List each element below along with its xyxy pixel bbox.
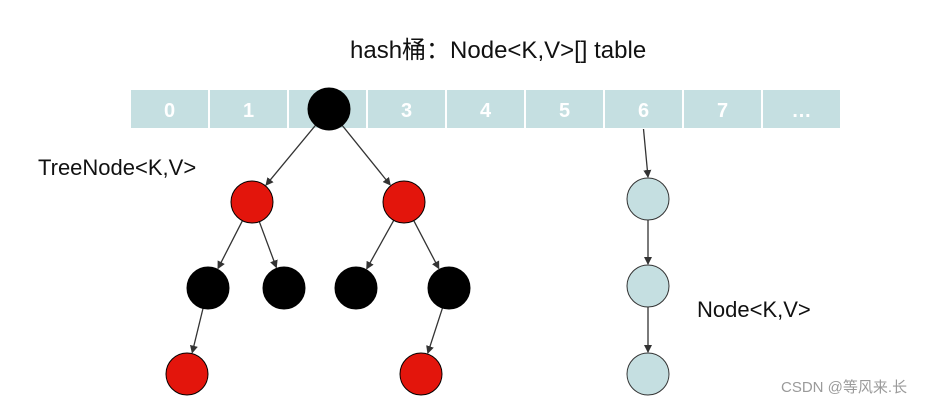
node-label: Node<K,V> bbox=[697, 297, 811, 322]
bucket-index-label: 5 bbox=[559, 100, 570, 122]
bucket-cell: 7 bbox=[682, 88, 763, 130]
bucket-cell: 4 bbox=[445, 88, 526, 130]
bucket-cell-box bbox=[445, 88, 526, 130]
bucket-index-label: 7 bbox=[717, 100, 728, 122]
bucket-cell-box bbox=[524, 88, 605, 130]
list-node bbox=[626, 177, 670, 221]
tree-node-red bbox=[230, 180, 274, 224]
treenode-label: TreeNode<K,V> bbox=[38, 155, 196, 180]
edge-arrow bbox=[413, 220, 440, 270]
bucket-cell: 6 bbox=[603, 88, 684, 130]
hash-bucket-array: 0 1 3 4 5 6 7 … bbox=[129, 88, 842, 130]
bucket-cell-box bbox=[761, 88, 842, 130]
edge-arrow bbox=[366, 220, 395, 270]
bucket-index-label: … bbox=[792, 100, 812, 122]
bucket-index-label: 4 bbox=[480, 100, 492, 122]
tree-edges bbox=[189, 124, 652, 355]
bucket-cell: 1 bbox=[208, 88, 289, 130]
list-node bbox=[626, 352, 670, 396]
bucket-cell: 3 bbox=[366, 88, 447, 130]
edge-arrow bbox=[265, 124, 317, 186]
bucket-index-label: 3 bbox=[401, 100, 412, 122]
edge-arrow bbox=[341, 124, 391, 186]
tree-node-black bbox=[334, 266, 378, 310]
edge-arrow bbox=[217, 220, 244, 270]
list-node bbox=[626, 264, 670, 308]
tree-node-red bbox=[165, 352, 209, 396]
tree-node-red bbox=[382, 180, 426, 224]
tree-node-black bbox=[186, 266, 230, 310]
bucket-cell: 5 bbox=[524, 88, 605, 130]
edge-arrow bbox=[258, 221, 278, 269]
tree-node-black bbox=[262, 266, 306, 310]
bucket-cell-box bbox=[129, 88, 210, 130]
bucket-index-label: 6 bbox=[638, 100, 649, 122]
bucket-cell-box bbox=[682, 88, 763, 130]
bucket-cell: 0 bbox=[129, 88, 210, 130]
tree-node-black bbox=[427, 266, 471, 310]
linked-list bbox=[626, 177, 670, 396]
bucket-index-label: 0 bbox=[164, 100, 175, 122]
bucket-index-label: 1 bbox=[243, 100, 254, 122]
watermark: CSDN @等风来.长 bbox=[781, 378, 907, 396]
edge-arrow bbox=[426, 307, 444, 355]
bucket-to-list-arrow bbox=[642, 128, 652, 178]
bucket-cell: … bbox=[761, 88, 842, 130]
bucket-cell-box bbox=[208, 88, 289, 130]
tree-node-black bbox=[307, 87, 351, 131]
red-black-tree bbox=[165, 87, 471, 396]
edge-arrow bbox=[189, 308, 204, 354]
diagram-title: hash桶：Node<K,V>[] table bbox=[350, 37, 646, 64]
tree-node-red bbox=[399, 352, 443, 396]
